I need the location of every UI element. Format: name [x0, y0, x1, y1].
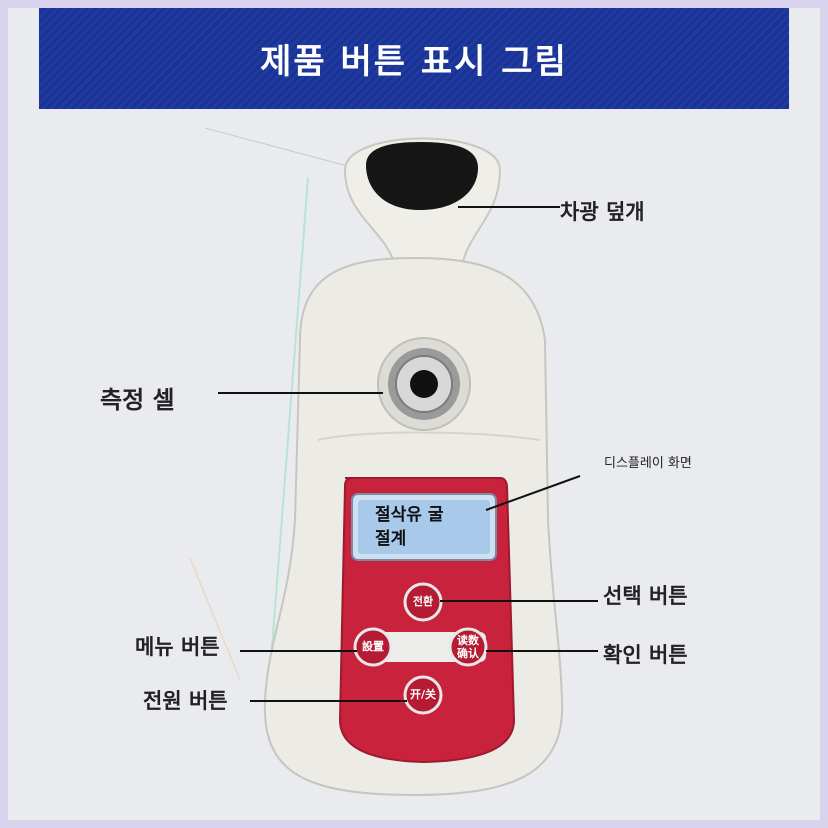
display-line-2: 절계: [375, 529, 407, 549]
callout-line-display: [485, 475, 581, 511]
label-menu-button: 메뉴 버튼: [135, 635, 220, 659]
shade-cover-window: [366, 142, 478, 210]
display-screen: [358, 500, 490, 554]
label-shade-cover: 차광 덮개: [560, 200, 645, 224]
select-button-label: 전환: [412, 595, 434, 608]
label-confirm-button: 확인 버튼: [603, 643, 688, 667]
page-title: 제품 버튼 표시 그림: [260, 42, 568, 82]
confirm-button[interactable]: [448, 627, 488, 667]
label-display-screen: 디스플레이 화면: [604, 456, 692, 471]
header-banner: 제품 버튼 표시 그림: [39, 8, 789, 109]
measuring-cell-center: [410, 370, 438, 398]
label-select-button: 선택 버튼: [603, 584, 688, 608]
bg-streak: [189, 557, 241, 681]
confirm-button-label-1: 读数: [457, 634, 479, 647]
power-button-label: 开/关: [409, 688, 437, 701]
power-button[interactable]: [403, 675, 443, 715]
confirm-button-label-2: 确认: [457, 647, 479, 660]
menu-button[interactable]: [353, 627, 393, 667]
bg-streak: [267, 177, 309, 701]
bg-streak: [204, 127, 356, 169]
label-power-button: 전원 버튼: [143, 689, 228, 713]
body-seam: [317, 431, 541, 441]
display-line-1: 절삭유 굴: [375, 505, 444, 525]
label-measuring-cell: 측정 셀: [100, 386, 175, 414]
menu-button-label: 設置: [362, 640, 384, 653]
